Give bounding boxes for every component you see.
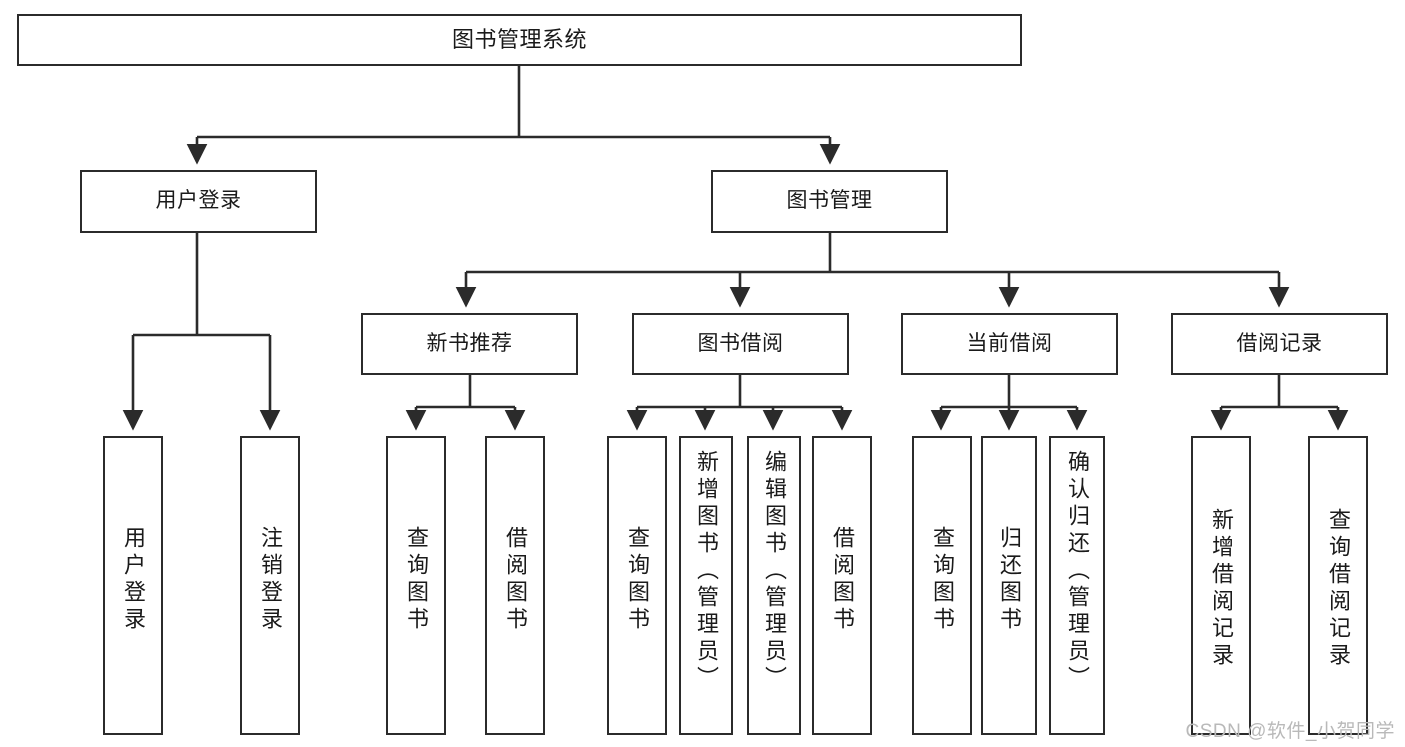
node-user-login-label: 用户登录: [155, 189, 242, 213]
leaf-query-record-label: 查询借阅记录: [1326, 508, 1351, 670]
node-book-management[interactable]: 图书管理: [711, 170, 948, 233]
leaf-return-book-label: 归还图书: [997, 526, 1022, 634]
leaf-user-login[interactable]: 用户登录: [103, 436, 163, 735]
node-new-book-recommend[interactable]: 新书推荐: [361, 313, 578, 375]
leaf-edit-book-label: 编辑图书（管理员）: [762, 450, 787, 693]
leaf-edit-book[interactable]: 编辑图书（管理员）: [747, 436, 801, 735]
leaf-user-logout[interactable]: 注销登录: [240, 436, 300, 735]
leaf-borrow-book-2-label: 借阅图书: [830, 526, 855, 634]
leaf-user-login-label: 用户登录: [121, 526, 146, 634]
leaf-borrow-book-2[interactable]: 借阅图书: [812, 436, 872, 735]
leaf-query-book-1-label: 查询图书: [404, 526, 429, 634]
node-borrow-record-label: 借阅记录: [1236, 331, 1323, 355]
leaf-query-book-3[interactable]: 查询图书: [912, 436, 972, 735]
leaf-query-book-3-label: 查询图书: [930, 526, 955, 634]
node-current-borrow-label: 当前借阅: [966, 331, 1053, 355]
leaf-add-book-label: 新增图书（管理员）: [694, 450, 719, 693]
watermark: CSDN @软件_小贺同学: [1185, 721, 1395, 742]
leaf-confirm-return[interactable]: 确认归还（管理员）: [1049, 436, 1105, 735]
leaf-query-book-1[interactable]: 查询图书: [386, 436, 446, 735]
leaf-add-record[interactable]: 新增借阅记录: [1191, 436, 1251, 735]
leaf-return-book[interactable]: 归还图书: [981, 436, 1037, 735]
node-book-borrow[interactable]: 图书借阅: [632, 313, 849, 375]
leaf-confirm-return-label: 确认归还（管理员）: [1065, 450, 1090, 693]
leaf-add-book[interactable]: 新增图书（管理员）: [679, 436, 733, 735]
leaf-borrow-book-1[interactable]: 借阅图书: [485, 436, 545, 735]
node-root[interactable]: 图书管理系统: [17, 14, 1022, 66]
node-book-borrow-label: 图书借阅: [697, 331, 784, 355]
leaf-borrow-book-1-label: 借阅图书: [503, 526, 528, 634]
node-new-book-recommend-label: 新书推荐: [426, 331, 513, 355]
leaf-query-book-2-label: 查询图书: [625, 526, 650, 634]
leaf-query-record[interactable]: 查询借阅记录: [1308, 436, 1368, 735]
node-current-borrow[interactable]: 当前借阅: [901, 313, 1118, 375]
node-root-label: 图书管理系统: [451, 27, 587, 53]
node-user-login[interactable]: 用户登录: [80, 170, 317, 233]
leaf-user-logout-label: 注销登录: [258, 526, 283, 634]
leaf-add-record-label: 新增借阅记录: [1209, 508, 1234, 670]
node-book-management-label: 图书管理: [786, 189, 873, 213]
node-borrow-record[interactable]: 借阅记录: [1171, 313, 1388, 375]
leaf-query-book-2[interactable]: 查询图书: [607, 436, 667, 735]
